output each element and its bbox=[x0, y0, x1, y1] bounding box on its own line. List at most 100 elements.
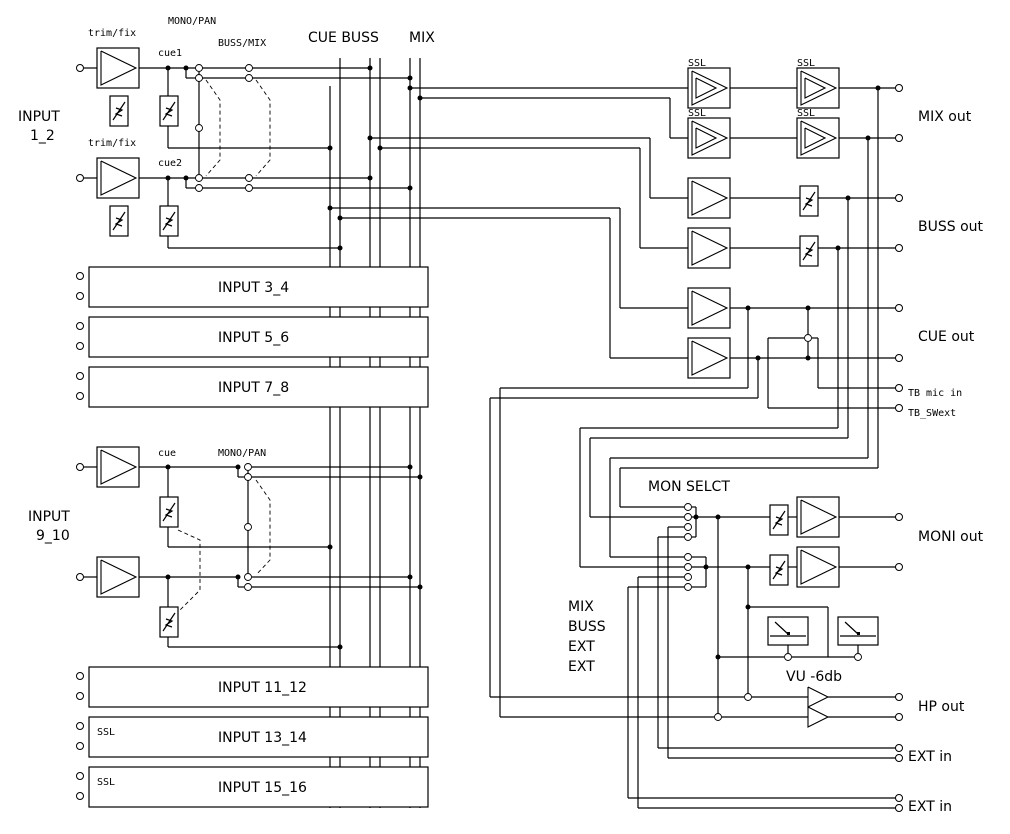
hp-out-l-terminal[interactable] bbox=[895, 693, 903, 701]
mix-out-l-terminal[interactable] bbox=[895, 84, 903, 92]
mix-header: MIX bbox=[409, 30, 435, 46]
ssl-label: SSL bbox=[688, 108, 706, 119]
ext-in-1-r-terminal[interactable] bbox=[895, 754, 903, 762]
hp-out-r-terminal[interactable] bbox=[895, 713, 903, 721]
trim-amp-2 bbox=[96, 157, 140, 199]
hp-amp-l bbox=[807, 686, 830, 708]
input-9-10-label-sub: 9_10 bbox=[36, 528, 70, 544]
mon-select-switch[interactable] bbox=[684, 503, 692, 511]
input-1-terminal[interactable] bbox=[76, 64, 84, 72]
mon-select-switch[interactable] bbox=[684, 583, 692, 591]
in-12-terminal[interactable] bbox=[76, 692, 84, 700]
trim-fix-label-2: trim/fix bbox=[88, 138, 136, 149]
input-block-label: INPUT 13_14 bbox=[218, 730, 307, 746]
mon-select-switch[interactable] bbox=[684, 523, 692, 531]
ext-in-2-l-terminal[interactable] bbox=[895, 794, 903, 802]
input-10-terminal[interactable] bbox=[76, 573, 84, 581]
in-8-terminal[interactable] bbox=[76, 392, 84, 400]
mix-out-label: MIX out bbox=[918, 109, 972, 125]
buss-amp-r bbox=[687, 227, 731, 269]
monitor-section bbox=[489, 88, 903, 812]
mon-select-switch[interactable] bbox=[684, 573, 692, 581]
input-amp-10 bbox=[96, 556, 140, 598]
talkback-junction bbox=[804, 334, 812, 342]
buss-out-r-terminal[interactable] bbox=[895, 244, 903, 252]
mix-out-section bbox=[407, 67, 903, 159]
src-mix-label: MIX bbox=[568, 599, 594, 615]
moni-out-r-terminal[interactable] bbox=[895, 563, 903, 571]
trim-fix-label-1: trim/fix bbox=[88, 28, 136, 39]
ssl-label: SSL bbox=[688, 58, 706, 69]
in-6-terminal[interactable] bbox=[76, 342, 84, 350]
input-1-2-section bbox=[76, 47, 413, 251]
tb-swext-terminal[interactable] bbox=[895, 404, 903, 412]
mon-select-switch[interactable] bbox=[684, 553, 692, 561]
buss-mix-label: BUSS/MIX bbox=[218, 38, 266, 49]
input-block-label: INPUT 5_6 bbox=[218, 330, 289, 346]
cue-label-9: cue bbox=[158, 448, 176, 459]
input-block-3-4[interactable] bbox=[88, 266, 429, 308]
ssl-amp-mix-out-r bbox=[796, 117, 840, 159]
in-16-terminal[interactable] bbox=[76, 792, 84, 800]
cue-out-r-terminal[interactable] bbox=[895, 354, 903, 362]
ssl-label: SSL bbox=[797, 58, 815, 69]
pan-junction bbox=[195, 64, 203, 72]
cue-buss-header: CUE BUSS bbox=[308, 30, 379, 46]
ssl-badge: SSL bbox=[97, 777, 115, 788]
hp-amp-r bbox=[807, 706, 830, 728]
ext-in-label-2: EXT in bbox=[908, 799, 952, 815]
moni-amp-l bbox=[796, 496, 840, 538]
ssl-amp-mix-r bbox=[687, 117, 731, 159]
tb-swext-label: TB_SWext bbox=[908, 408, 956, 419]
ext-in-1-l-terminal[interactable] bbox=[895, 744, 903, 752]
input-block-15-16[interactable] bbox=[88, 766, 429, 808]
input-1-2-label: INPUT bbox=[18, 109, 60, 125]
cue2-label: cue2 bbox=[158, 158, 182, 169]
buss-out-l-terminal[interactable] bbox=[895, 194, 903, 202]
input-block-11-12[interactable] bbox=[88, 666, 429, 708]
mon-selct-label: MON SELCT bbox=[648, 479, 730, 495]
mix-out-r-terminal[interactable] bbox=[895, 134, 903, 142]
ssl-badge: SSL bbox=[97, 727, 115, 738]
input-block-5-6[interactable] bbox=[88, 316, 429, 358]
cue-amp-l bbox=[687, 287, 731, 329]
src-ext-label-2: EXT bbox=[568, 659, 595, 675]
moni-out-label: MONI out bbox=[918, 529, 984, 545]
buss-out-section bbox=[367, 135, 903, 269]
input-block-label: INPUT 11_12 bbox=[218, 680, 307, 696]
cue-out-label: CUE out bbox=[918, 329, 975, 345]
input-blocks: INPUT 3_4 INPUT 5_6 INPUT 7_8 INPUT 11_1… bbox=[76, 266, 429, 808]
input-2-terminal[interactable] bbox=[76, 174, 84, 182]
moni-out-l-terminal[interactable] bbox=[895, 513, 903, 521]
in-14-terminal[interactable] bbox=[76, 742, 84, 750]
in-7-terminal[interactable] bbox=[76, 372, 84, 380]
src-ext-label-1: EXT bbox=[568, 639, 595, 655]
ssl-amp-mix-l bbox=[687, 67, 731, 109]
buss-amp-l bbox=[687, 177, 731, 219]
moni-amp-r bbox=[796, 546, 840, 588]
input-block-label: INPUT 15_16 bbox=[218, 780, 307, 796]
input-9-terminal[interactable] bbox=[76, 463, 84, 471]
ext-in-2-r-terminal[interactable] bbox=[895, 804, 903, 812]
cue1-label: cue1 bbox=[158, 48, 182, 59]
input-block-7-8[interactable] bbox=[88, 366, 429, 408]
in-5-terminal[interactable] bbox=[76, 322, 84, 330]
in-15-terminal[interactable] bbox=[76, 772, 84, 780]
mon-select-switch[interactable] bbox=[684, 513, 692, 521]
trim-amp-1 bbox=[96, 47, 140, 89]
in-13-terminal[interactable] bbox=[76, 722, 84, 730]
hp-out-label: HP out bbox=[918, 699, 965, 715]
tb-mic-in-terminal[interactable] bbox=[895, 384, 903, 392]
input-9-10-label: INPUT bbox=[28, 509, 70, 525]
mon-select-switch[interactable] bbox=[684, 563, 692, 571]
in-3-terminal[interactable] bbox=[76, 272, 84, 280]
in-11-terminal[interactable] bbox=[76, 672, 84, 680]
ssl-label: SSL bbox=[797, 108, 815, 119]
ext-in-label-1: EXT in bbox=[908, 749, 952, 765]
input-block-13-14[interactable] bbox=[88, 716, 429, 758]
in-4-terminal[interactable] bbox=[76, 292, 84, 300]
mon-select-switch[interactable] bbox=[684, 533, 692, 541]
vu-label: VU -6db bbox=[786, 669, 842, 685]
cue-out-l-terminal[interactable] bbox=[895, 304, 903, 312]
